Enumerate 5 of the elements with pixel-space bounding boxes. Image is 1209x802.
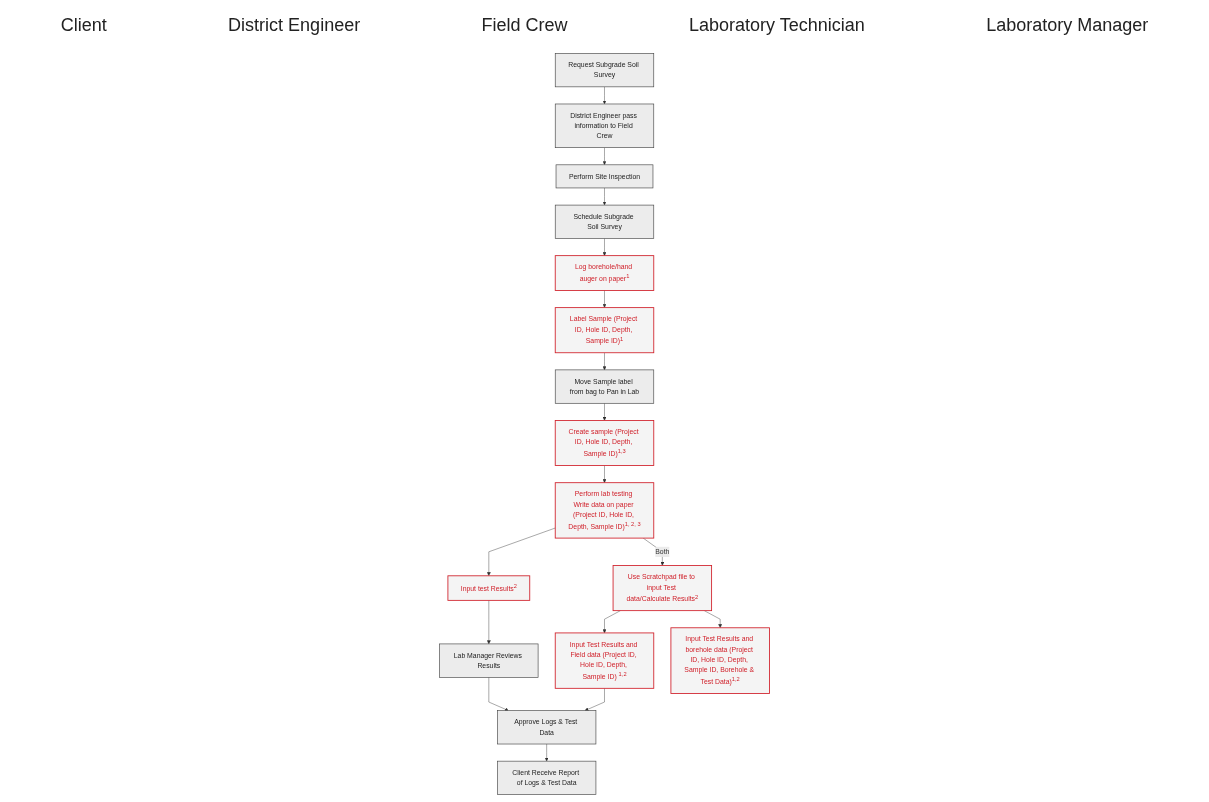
lane-heading: Laboratory Technician — [688, 14, 865, 36]
lane-heading: Laboratory Manager — [986, 14, 1149, 36]
lane-heading: Client — [60, 14, 107, 36]
lane-heading: Field Crew — [481, 14, 568, 36]
lane-heading: District Engineer — [228, 14, 361, 36]
